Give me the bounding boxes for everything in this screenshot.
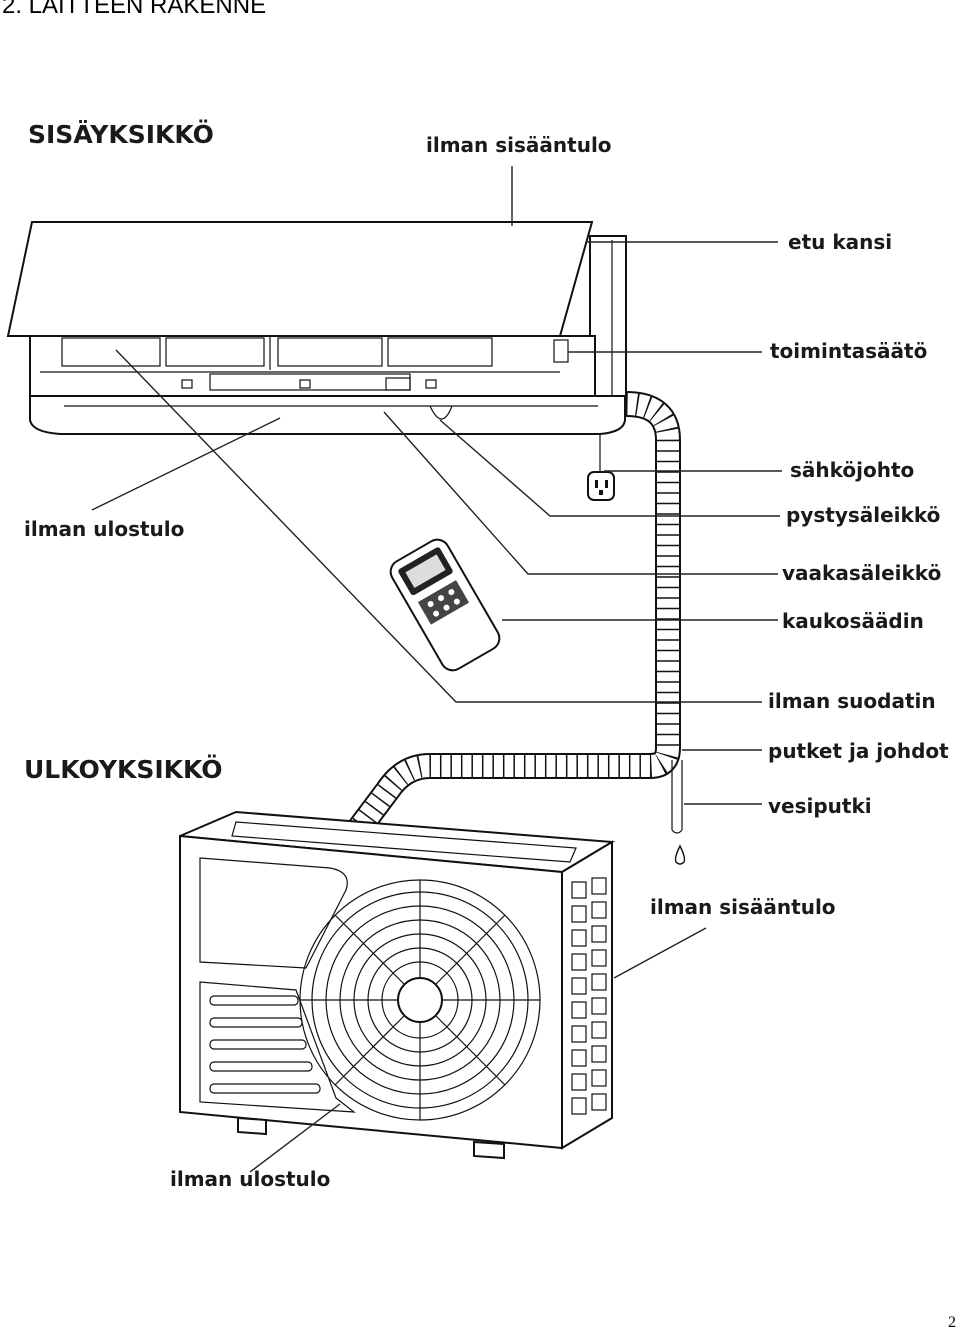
fan-grille bbox=[299, 879, 541, 1121]
outdoor-side bbox=[561, 840, 613, 1150]
plug-icon bbox=[587, 471, 615, 501]
indoor-labels: SISÄYKSIKKÖ ilman sisääntulo etu kansi t… bbox=[24, 119, 949, 818]
label-horizontal-louver: vaakasäleikkö bbox=[782, 561, 941, 585]
label-indoor-air-in: ilman sisääntulo bbox=[426, 133, 612, 157]
power-cord bbox=[587, 434, 615, 501]
side-grille bbox=[571, 877, 607, 1115]
air-outlet-housing bbox=[29, 395, 626, 435]
indoor-title: SISÄYKSIKKÖ bbox=[28, 119, 214, 149]
label-power-cord: sähköjohto bbox=[790, 458, 914, 482]
leader-lines bbox=[91, 166, 782, 1173]
pipe-bundle bbox=[341, 391, 686, 865]
front-cover-panel bbox=[6, 221, 594, 337]
control-panel-box bbox=[553, 339, 569, 363]
label-control: toimintasäätö bbox=[770, 339, 927, 363]
outdoor-foot bbox=[237, 1116, 267, 1136]
outdoor-window bbox=[199, 857, 348, 969]
label-outdoor-air-in: ilman sisääntulo bbox=[650, 895, 836, 919]
water-drop-icon bbox=[674, 844, 686, 865]
label-remote: kaukosäädin bbox=[782, 609, 924, 633]
outdoor-foot bbox=[473, 1140, 505, 1160]
label-outdoor-air-out: ilman ulostulo bbox=[170, 1167, 330, 1191]
outdoor-unit bbox=[179, 810, 616, 1160]
label-pipes: putket ja johdot bbox=[768, 739, 949, 763]
label-filter: ilman suodatin bbox=[768, 689, 936, 713]
label-drain: vesiputki bbox=[768, 794, 872, 818]
remote-control bbox=[389, 538, 501, 672]
indoor-unit bbox=[6, 221, 627, 435]
outdoor-labels: ULKOYKSIKKÖ ilman sisääntulo ilman ulost… bbox=[24, 754, 836, 1191]
page-number: 2 bbox=[948, 1314, 956, 1331]
vent-slots bbox=[209, 995, 321, 1094]
label-front-cover: etu kansi bbox=[788, 230, 892, 254]
outdoor-title: ULKOYKSIKKÖ bbox=[24, 754, 223, 784]
page-heading: 2. LAITTEEN RAKENNE bbox=[2, 0, 267, 19]
label-vertical-louver: pystysäleikkö bbox=[786, 503, 940, 527]
label-indoor-air-out: ilman ulostulo bbox=[24, 517, 184, 541]
outdoor-front bbox=[179, 834, 563, 1150]
